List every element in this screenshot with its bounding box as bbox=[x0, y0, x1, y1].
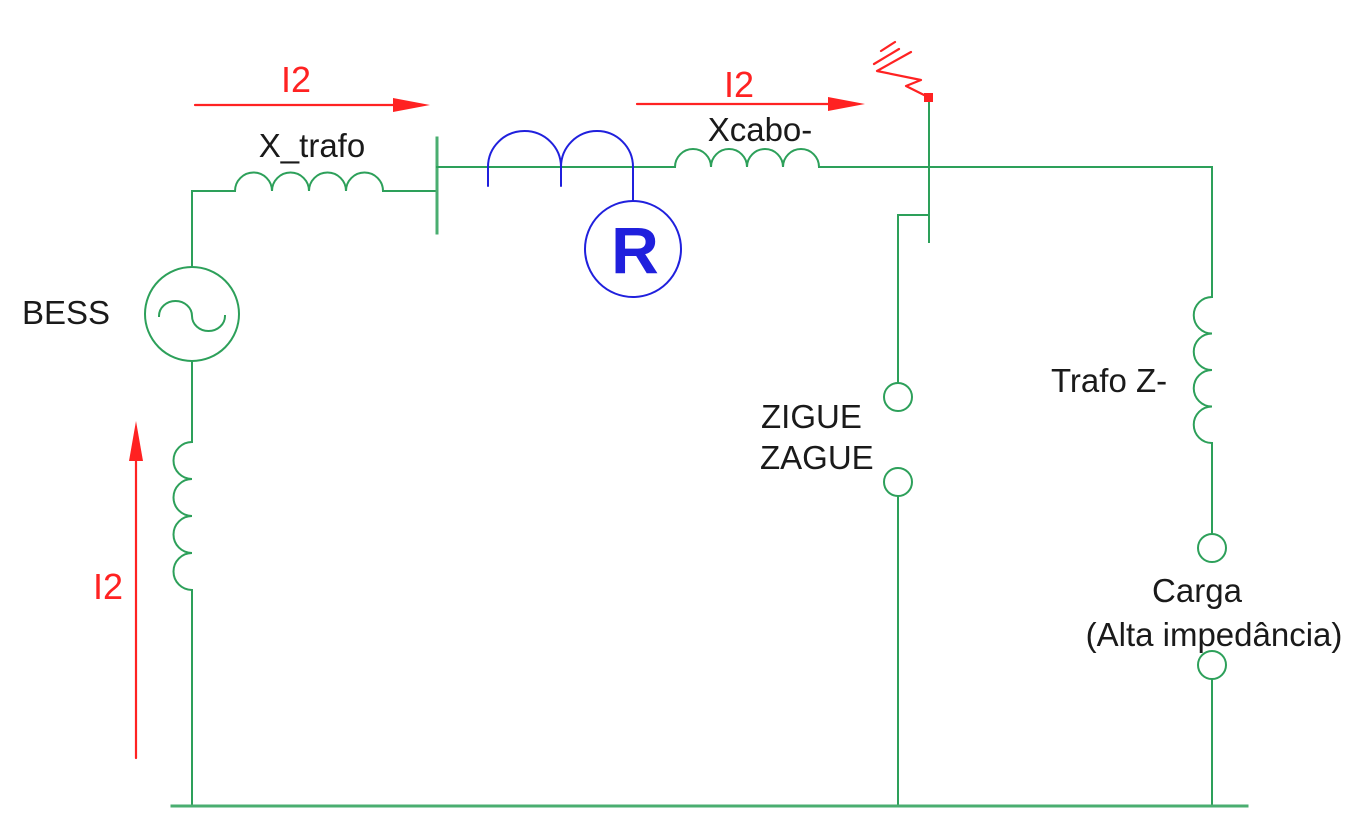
carga-sublabel: (Alta impedância) bbox=[1086, 616, 1343, 653]
relay-label: R bbox=[611, 213, 659, 287]
lightning-bolt-icon bbox=[875, 50, 930, 99]
zigzag-branch bbox=[883, 214, 930, 807]
zigzag-terminal-bottom-icon bbox=[883, 467, 913, 497]
labels: BESS X_trafo Xcabo- ZIGUE ZAGUE Trafo Z-… bbox=[22, 111, 1342, 653]
main-line bbox=[436, 148, 1213, 298]
current-arrow-bus-to-fault: I2 bbox=[635, 64, 865, 111]
lightning-slash-icon bbox=[879, 40, 897, 53]
load-terminal-top-icon bbox=[1197, 533, 1227, 563]
load-terminal-bottom-icon bbox=[1197, 650, 1227, 680]
bess-label: BESS bbox=[22, 294, 110, 331]
ct-relay: R bbox=[487, 130, 682, 298]
carga-label: Carga bbox=[1152, 572, 1243, 609]
bess-branch bbox=[144, 190, 240, 807]
lightning-slash2-icon bbox=[872, 47, 901, 66]
ct-icon bbox=[487, 130, 634, 202]
relay-circle-icon bbox=[584, 200, 682, 298]
x-trafo-branch bbox=[233, 136, 439, 235]
trafo-z-label: Trafo Z- bbox=[1051, 362, 1167, 399]
trafo-z-branch bbox=[1192, 295, 1227, 807]
wire-source-top bbox=[191, 190, 236, 268]
x-trafo-label: X_trafo bbox=[259, 127, 365, 164]
arrow-head-icon bbox=[393, 98, 430, 112]
fault bbox=[872, 40, 933, 243]
zigzag-terminal-top-icon bbox=[883, 382, 913, 412]
wire-zigzag-top bbox=[897, 214, 930, 384]
current-label-i2-middle: I2 bbox=[724, 64, 754, 105]
current-arrow-source-up: I2 bbox=[93, 421, 143, 760]
sine-wave-icon bbox=[157, 300, 227, 332]
xcabo-label: Xcabo- bbox=[708, 111, 813, 148]
fault-dot-icon bbox=[924, 93, 933, 102]
arrow-head-icon bbox=[828, 97, 865, 111]
trafo-z-inductor-icon bbox=[1192, 295, 1214, 445]
current-label-i2-top: I2 bbox=[281, 59, 311, 100]
wire-xcabo-to-right bbox=[818, 166, 1213, 298]
zague-label: ZAGUE bbox=[760, 439, 874, 476]
x-trafo-inductor-icon bbox=[233, 171, 385, 193]
arrow-head-icon bbox=[129, 421, 143, 461]
current-label-i2-left: I2 bbox=[93, 566, 123, 607]
source-inductor-icon bbox=[172, 440, 194, 592]
current-arrow-source-to-bus: I2 bbox=[193, 59, 430, 112]
xcabo-inductor-icon bbox=[673, 148, 821, 169]
zigue-label: ZIGUE bbox=[761, 398, 862, 435]
